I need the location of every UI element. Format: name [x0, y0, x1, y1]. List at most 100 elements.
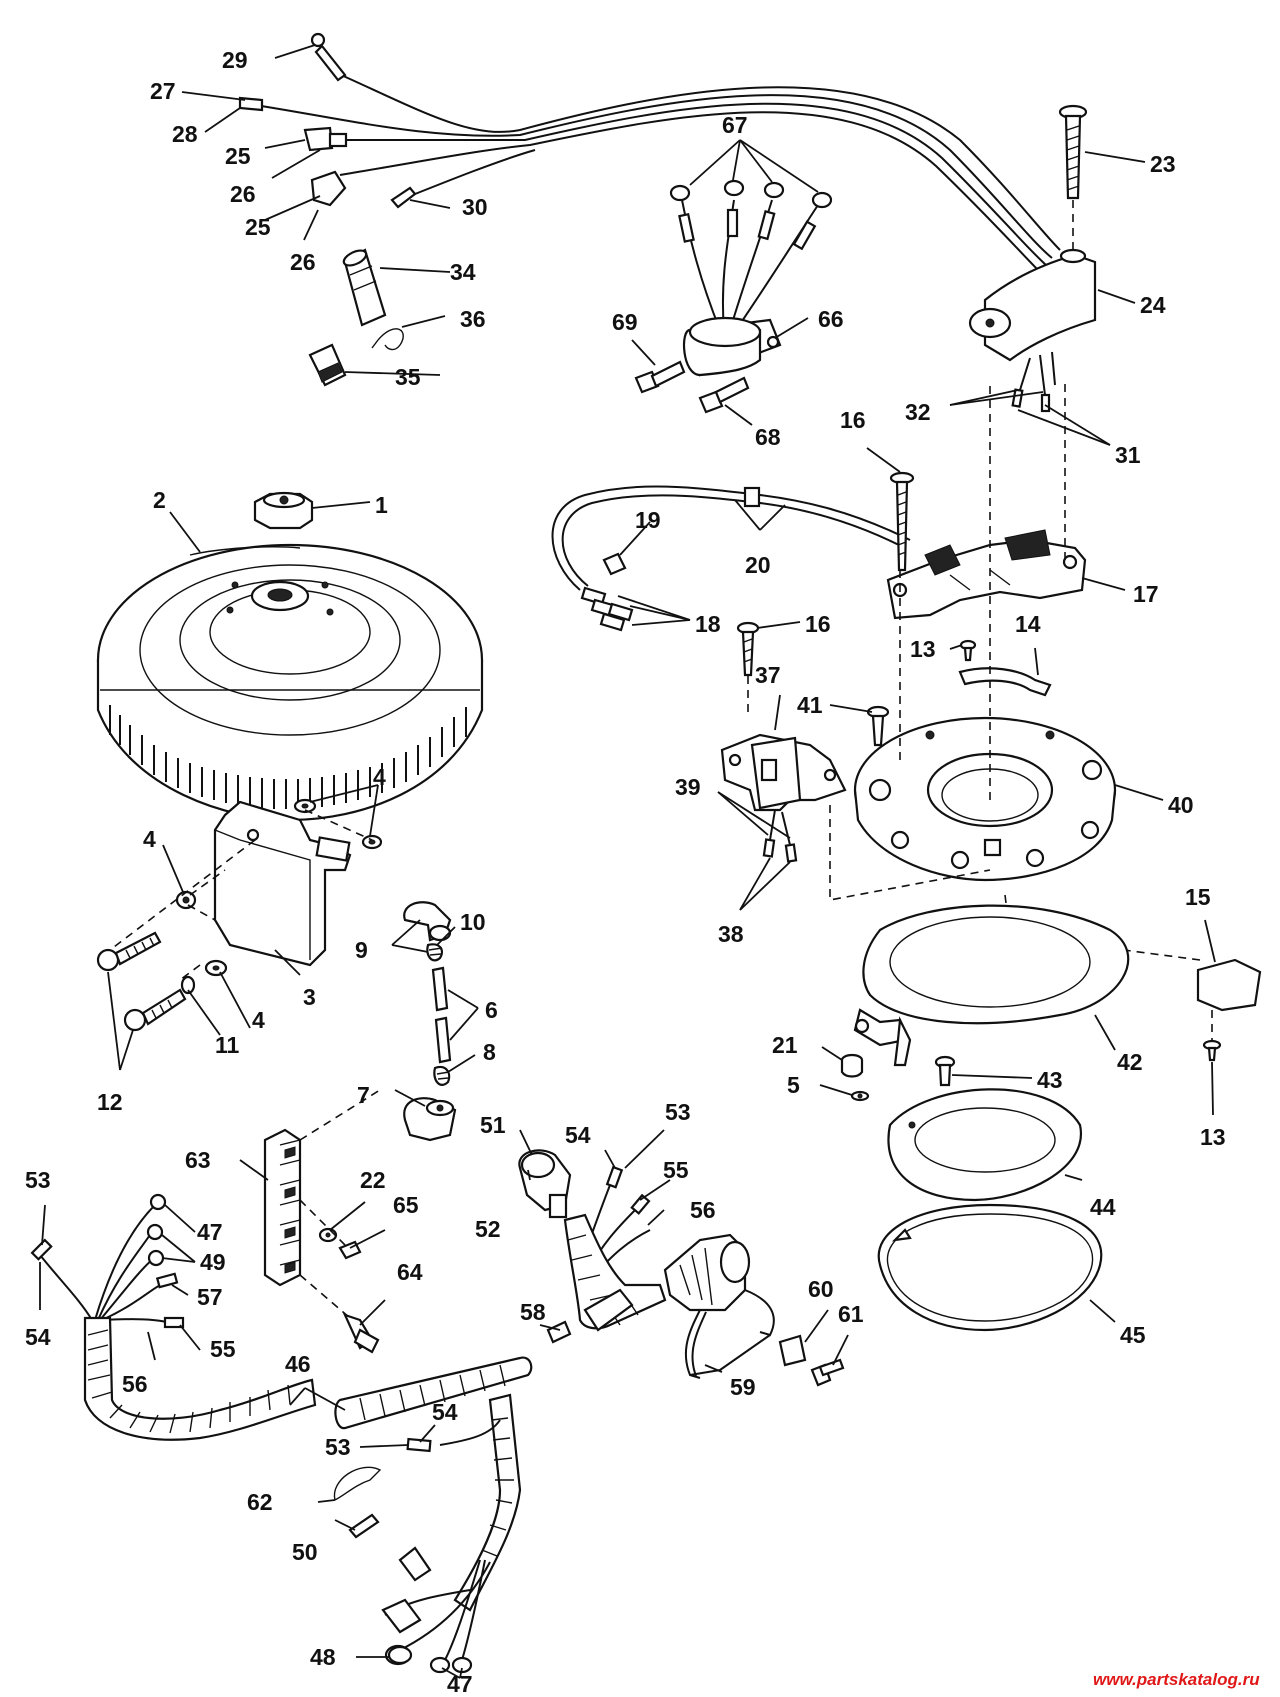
- boot-25-lower: [310, 170, 347, 207]
- stator-leads-20: [551, 485, 911, 591]
- flywheel-ring-gear-teeth: [109, 705, 467, 809]
- terminal-50: [348, 1513, 380, 1539]
- rectifier-leads-67: [669, 179, 833, 331]
- screw-16-lower: [736, 621, 760, 677]
- washer-11: [180, 975, 196, 995]
- callout-19: 19: [635, 507, 661, 533]
- callout-4: 4: [373, 764, 386, 790]
- bolt-69: [634, 360, 686, 394]
- callout-30: 30: [462, 194, 488, 220]
- callout-14: 14: [1015, 611, 1041, 637]
- callout-48: 48: [310, 1644, 336, 1670]
- clip-62: [333, 1466, 382, 1501]
- harness-branch-lower: [381, 1393, 522, 1674]
- harness-59: [684, 1289, 775, 1379]
- callout-44: 44: [1090, 1194, 1116, 1220]
- callout-63: 63: [185, 1147, 211, 1173]
- callout-53: 53: [325, 1434, 351, 1460]
- screw-61: [810, 1358, 845, 1387]
- callout-54: 54: [25, 1324, 51, 1350]
- callout-15: 15: [1185, 884, 1211, 910]
- callout-39: 39: [675, 774, 701, 800]
- callout-65: 65: [393, 1192, 419, 1218]
- callout-9: 9: [355, 937, 368, 963]
- harness-46: [83, 1316, 533, 1441]
- timer-base-17: [886, 529, 1087, 620]
- callout-58: 58: [520, 1299, 546, 1325]
- callout-40: 40: [1168, 792, 1194, 818]
- screw-13-lower: [1202, 1039, 1222, 1062]
- callout-13: 13: [1200, 1124, 1226, 1150]
- callout-25: 25: [225, 143, 251, 169]
- callout-47: 47: [447, 1671, 473, 1697]
- boot-7: [403, 1097, 457, 1142]
- callout-43: 43: [1037, 1067, 1063, 1093]
- callout-10: 10: [460, 909, 486, 935]
- washer-22: [318, 1227, 338, 1243]
- callout-18: 18: [695, 611, 721, 637]
- coil-leads-38-39: [762, 809, 798, 863]
- callout-20: 20: [745, 552, 771, 578]
- harness-center: [563, 1213, 667, 1332]
- connector-19: [602, 552, 627, 576]
- screw-64: [342, 1313, 380, 1354]
- retaining-ring-45: [877, 1203, 1103, 1332]
- callout-55: 55: [663, 1157, 689, 1183]
- callout-32: 32: [905, 399, 931, 425]
- rectifier-66: [683, 316, 782, 377]
- callout-5: 5: [787, 1072, 800, 1098]
- callout-41: 41: [797, 692, 823, 718]
- connectors-18: [580, 586, 634, 632]
- callout-1: 1: [375, 492, 388, 518]
- stator-plate-40: [853, 716, 1117, 882]
- screw-12-upper: [96, 931, 162, 972]
- callout-16: 16: [805, 611, 831, 637]
- callout-66: 66: [818, 306, 844, 332]
- lead-wire-bundle: [254, 69, 1061, 273]
- retainer-14: [958, 667, 1052, 697]
- watermark: www.partskatalog.ru: [1093, 1670, 1260, 1689]
- callout-55: 55: [210, 1336, 236, 1362]
- callout-68: 68: [755, 424, 781, 450]
- callout-7: 7: [357, 1082, 370, 1108]
- callout-27: 27: [150, 78, 176, 104]
- screw-13-upper: [959, 639, 977, 662]
- callout-35: 35: [395, 364, 421, 390]
- spring-clip-36: [371, 328, 404, 351]
- callout-69: 69: [612, 309, 638, 335]
- spark-plug-leads-6: [431, 966, 452, 1064]
- spring-10: [426, 943, 444, 962]
- spring-8: [433, 1065, 451, 1086]
- callout-26: 26: [290, 249, 316, 275]
- retaining-plate-44: [887, 1088, 1083, 1202]
- screw-23: [1058, 104, 1088, 200]
- callout-2: 2: [153, 487, 166, 513]
- callout-56: 56: [690, 1197, 716, 1223]
- callout-51: 51: [480, 1112, 506, 1138]
- boot-25-upper: [303, 126, 348, 152]
- terminal-block-63: [263, 1128, 302, 1287]
- screw-12-lower: [123, 988, 187, 1032]
- connector-58: [546, 1320, 572, 1344]
- connector-52: [518, 1149, 572, 1219]
- boot-9: [403, 901, 452, 942]
- callout-28: 28: [172, 121, 198, 147]
- bushing-21: [840, 1053, 864, 1078]
- callout-57: 57: [197, 1284, 223, 1310]
- callout-24: 24: [1140, 292, 1166, 318]
- retainer-15: [1196, 958, 1262, 1012]
- washers-4: [175, 798, 383, 977]
- sleeve-34: [342, 248, 387, 327]
- plug-connector: [663, 1233, 751, 1312]
- callout-labels: 29 27 28 25 26 25 26 30 34 36 35 67 69 6…: [25, 47, 1226, 1697]
- callout-22: 22: [360, 1167, 386, 1193]
- callout-54: 54: [565, 1122, 591, 1148]
- callout-54: 54: [432, 1399, 458, 1425]
- ignition-module-24: [968, 248, 1097, 362]
- callout-16: 16: [840, 407, 866, 433]
- callout-59: 59: [730, 1374, 756, 1400]
- callout-60: 60: [808, 1276, 834, 1302]
- connector-53-54-lower: [406, 1419, 501, 1453]
- plate-42: [853, 904, 1130, 1067]
